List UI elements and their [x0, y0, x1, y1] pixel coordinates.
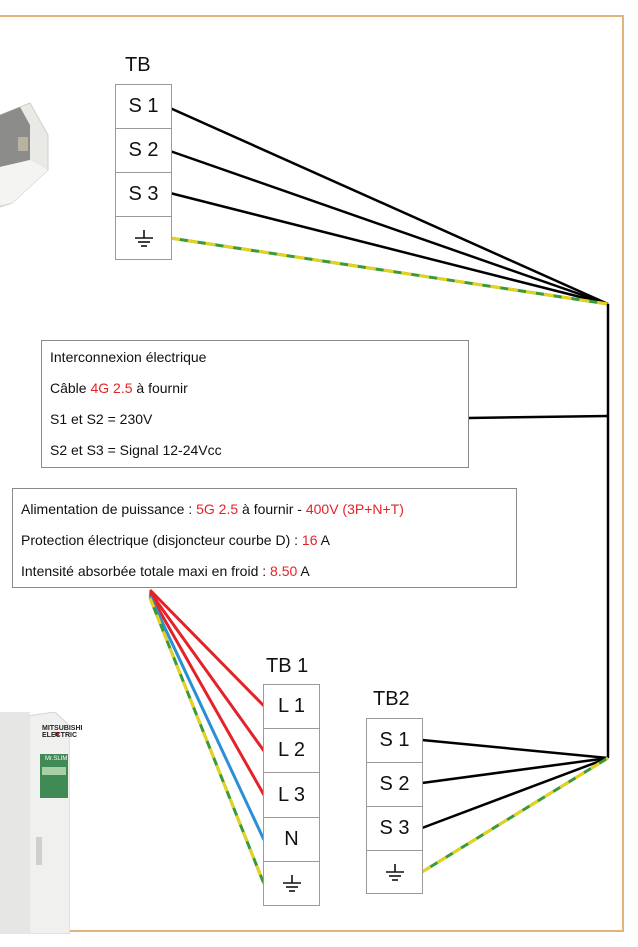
- cable-spec: 4G 2.5: [90, 380, 133, 396]
- tb1-terminal-l1: L 1: [264, 685, 319, 729]
- indoor-terminal-s3: S 3: [116, 173, 171, 217]
- tb1-terminal-l2: L 2: [264, 729, 319, 773]
- outdoor-brand-text: MITSUBISHI ELECTRIC: [42, 725, 82, 739]
- wire-tb2-s2: [421, 756, 609, 785]
- tb1-title: TB 1: [266, 655, 309, 677]
- terminal-label: N: [284, 828, 299, 850]
- wire-l2: [148, 591, 266, 752]
- interconnect-info-box: Interconnexion électrique Câble 4G 2.5 à…: [41, 340, 469, 468]
- wire-n: [148, 595, 266, 841]
- tb1-terminal-block: L 1 L 2 L 3 N: [263, 684, 320, 906]
- wire-interconnect-pointer: [467, 414, 609, 420]
- earth-icon: [385, 863, 404, 881]
- wire-indoor-s1: [169, 106, 609, 306]
- wire-l3: [148, 593, 266, 796]
- indoor-terminal-earth: [116, 217, 171, 260]
- terminal-label: L 1: [277, 695, 306, 717]
- brand-line-2: ELECTRIC: [42, 732, 77, 739]
- text-segment: Câble: [50, 380, 91, 396]
- power-line-2: Protection électrique (disjoncteur courb…: [21, 532, 330, 548]
- terminal-label: L 2: [277, 739, 306, 761]
- terminal-label: L 3: [277, 783, 306, 806]
- tb1-terminal-l3: L 3: [264, 773, 319, 818]
- tb2-terminal-block: S 1 S 2 S 3: [366, 718, 423, 894]
- tb1-terminal-earth: [264, 862, 319, 906]
- interconnect-line-4: S2 et S3 = Signal 12-24Vcc: [50, 442, 222, 458]
- text-segment: A: [297, 563, 310, 579]
- wire-tb2-s3: [421, 756, 609, 830]
- tb2-title: TB2: [373, 688, 410, 710]
- interconnect-line-2: Câble 4G 2.5 à fournir: [50, 380, 188, 396]
- power-line-3: Intensité absorbée totale maxi en froid …: [21, 563, 310, 579]
- breaker-rating: 16: [301, 532, 318, 548]
- indoor-terminal-s2: S 2: [116, 129, 171, 173]
- cable-spec: 5G 2.5: [196, 501, 239, 517]
- text-segment: Alimentation de puissance :: [21, 501, 197, 517]
- current-rating: 8.50: [270, 563, 298, 579]
- indoor-cassette-unit: [0, 102, 49, 208]
- terminal-label: S 1: [128, 95, 159, 117]
- text-segment: à fournir -: [238, 501, 306, 517]
- tb2-terminal-s2: S 2: [367, 763, 422, 807]
- wire-indoor-earth: [169, 236, 609, 306]
- wire-indoor-s2: [169, 149, 609, 306]
- wire-power-earth: [148, 597, 266, 885]
- power-info-box: Alimentation de puissance : 5G 2.5 à fou…: [12, 488, 517, 588]
- tb2-terminal-earth: [367, 851, 422, 894]
- terminal-label: S 2: [128, 139, 159, 161]
- voltage-spec: 400V (3P+N+T): [305, 501, 404, 517]
- power-line-1: Alimentation de puissance : 5G 2.5 à fou…: [21, 501, 404, 517]
- terminal-label: S 3: [128, 183, 159, 205]
- text-segment: Intensité absorbée totale maxi en froid …: [21, 563, 271, 579]
- indoor-terminal-block: S 1 S 2 S 3: [115, 84, 172, 260]
- terminal-label: S 3: [379, 817, 410, 839]
- tb2-terminal-s3: S 3: [367, 807, 422, 851]
- wire-l1: [148, 588, 266, 708]
- wire-indoor-s3: [169, 191, 609, 306]
- outdoor-unit: [0, 712, 70, 934]
- text-segment: A: [317, 532, 330, 548]
- interconnect-line-1: Interconnexion électrique: [50, 349, 207, 365]
- earth-icon: [282, 875, 301, 892]
- outdoor-model-label: Mr.SLIM: [45, 756, 68, 762]
- interconnect-line-3: S1 et S2 = 230V: [50, 411, 153, 427]
- diagram-frame: [0, 15, 624, 932]
- tb2-terminal-s1: S 1: [367, 719, 422, 763]
- wire-tb2-earth: [421, 756, 609, 874]
- wire-tb2-s1: [421, 738, 609, 760]
- tb1-terminal-n: N: [264, 818, 319, 862]
- indoor-terminal-s1: S 1: [116, 85, 171, 129]
- terminal-label: S 1: [379, 729, 410, 751]
- earth-icon: [134, 229, 153, 247]
- terminal-label: S 2: [379, 773, 410, 795]
- brand-line-1: MITSUBISHI: [42, 725, 83, 732]
- text-segment: à fournir: [132, 380, 188, 396]
- text-segment: Protection électrique (disjoncteur courb…: [21, 532, 302, 548]
- indoor-tb-title: TB: [125, 54, 151, 76]
